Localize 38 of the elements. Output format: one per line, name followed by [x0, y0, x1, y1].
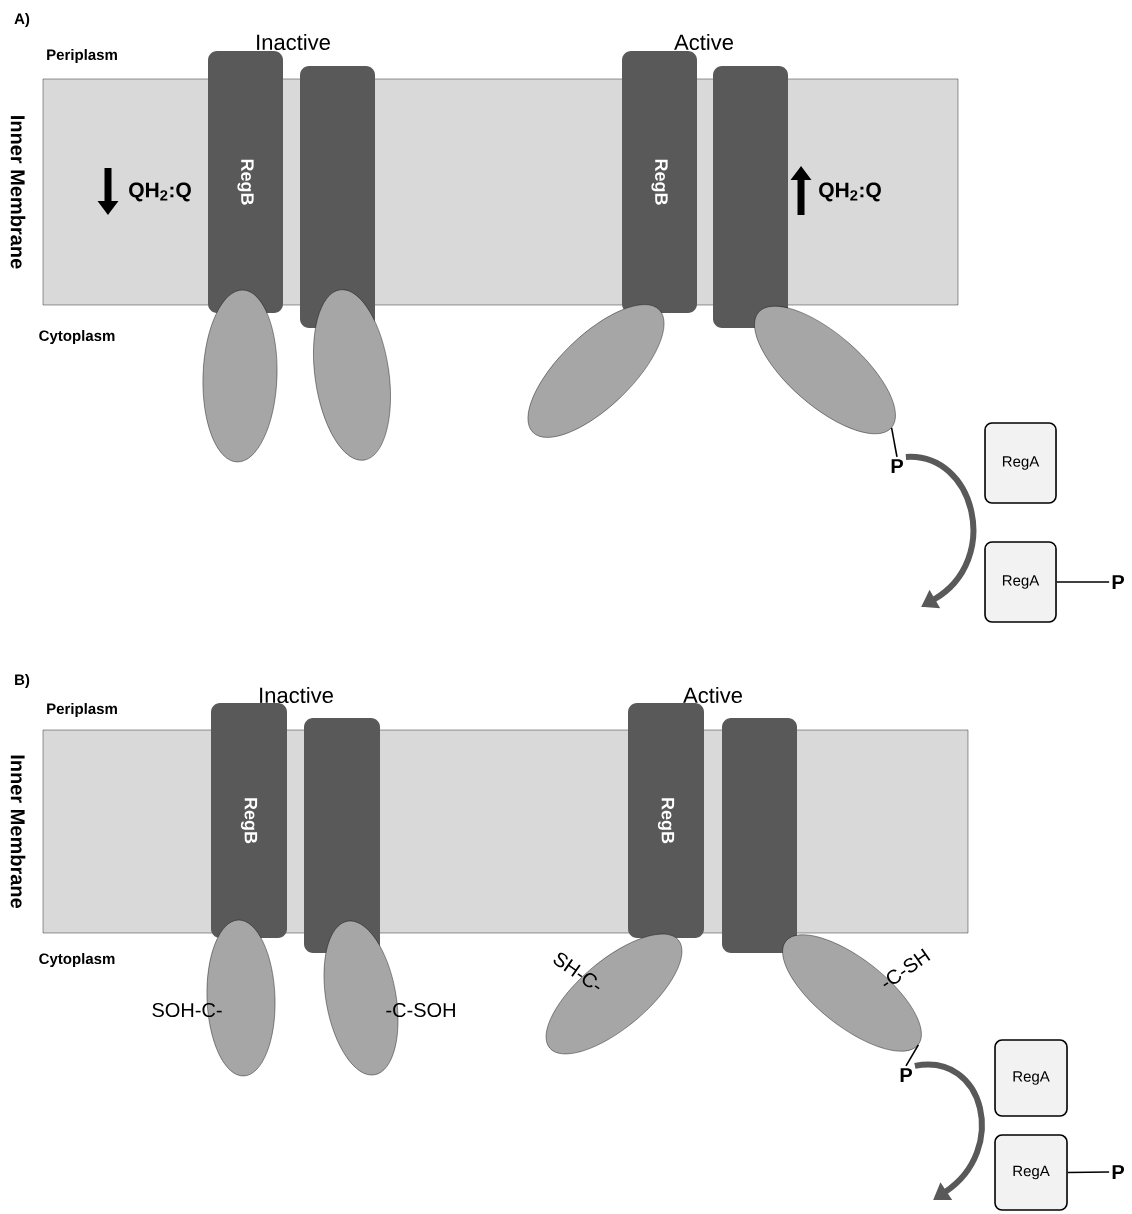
leader-line: [905, 1044, 920, 1067]
transmembrane-domain: RegB: [622, 51, 697, 313]
transmembrane-domain: RegB: [211, 703, 287, 938]
leader-line: [1056, 581, 1110, 583]
transmembrane-domain: RegB: [628, 703, 704, 938]
leader-line: [1067, 1171, 1110, 1174]
ratio-label: QH$_{2}$:Q: [129, 182, 191, 202]
domain-ellipse: [202, 289, 278, 463]
state-label: Active: [683, 686, 742, 704]
state-label: Inactive: [260, 686, 333, 704]
transmembrane-domain: RegB: [208, 51, 283, 313]
phosphate-label: P: [1112, 1165, 1124, 1179]
protein-box: RegA: [984, 422, 1057, 504]
curved-arrow: [914, 1061, 985, 1200]
transmembrane-domain: [300, 66, 375, 328]
protein-box: RegA: [984, 541, 1057, 623]
phosphate-label: P: [900, 1068, 912, 1082]
membrane-label: Inner Membrane: [10, 755, 26, 909]
phosphate-label: P: [891, 459, 903, 473]
region-label: Periplasm: [47, 49, 117, 63]
leader-line: [890, 427, 898, 458]
protein-box: RegA: [994, 1039, 1068, 1117]
state-label: Active: [674, 33, 733, 51]
ratio-label: QH$_{2}$:Q: [819, 182, 881, 202]
transmembrane-domain: [713, 66, 788, 328]
curved-arrow: [905, 453, 977, 609]
state-label: Inactive: [257, 33, 330, 51]
site-label: SOH-C-: [152, 1002, 222, 1018]
phosphate-label: P: [1112, 575, 1124, 589]
region-label: Cytoplasm: [39, 330, 115, 344]
membrane-label: Inner Membrane: [10, 116, 26, 269]
transmembrane-domain: [722, 718, 797, 953]
protein-box: RegA: [994, 1134, 1068, 1211]
site-label: -C-SOH: [386, 1002, 455, 1018]
transmembrane-domain: [304, 718, 380, 953]
panel-label: B): [15, 674, 30, 688]
panel-label: A): [14, 13, 30, 27]
region-label: Cytoplasm: [39, 953, 115, 967]
